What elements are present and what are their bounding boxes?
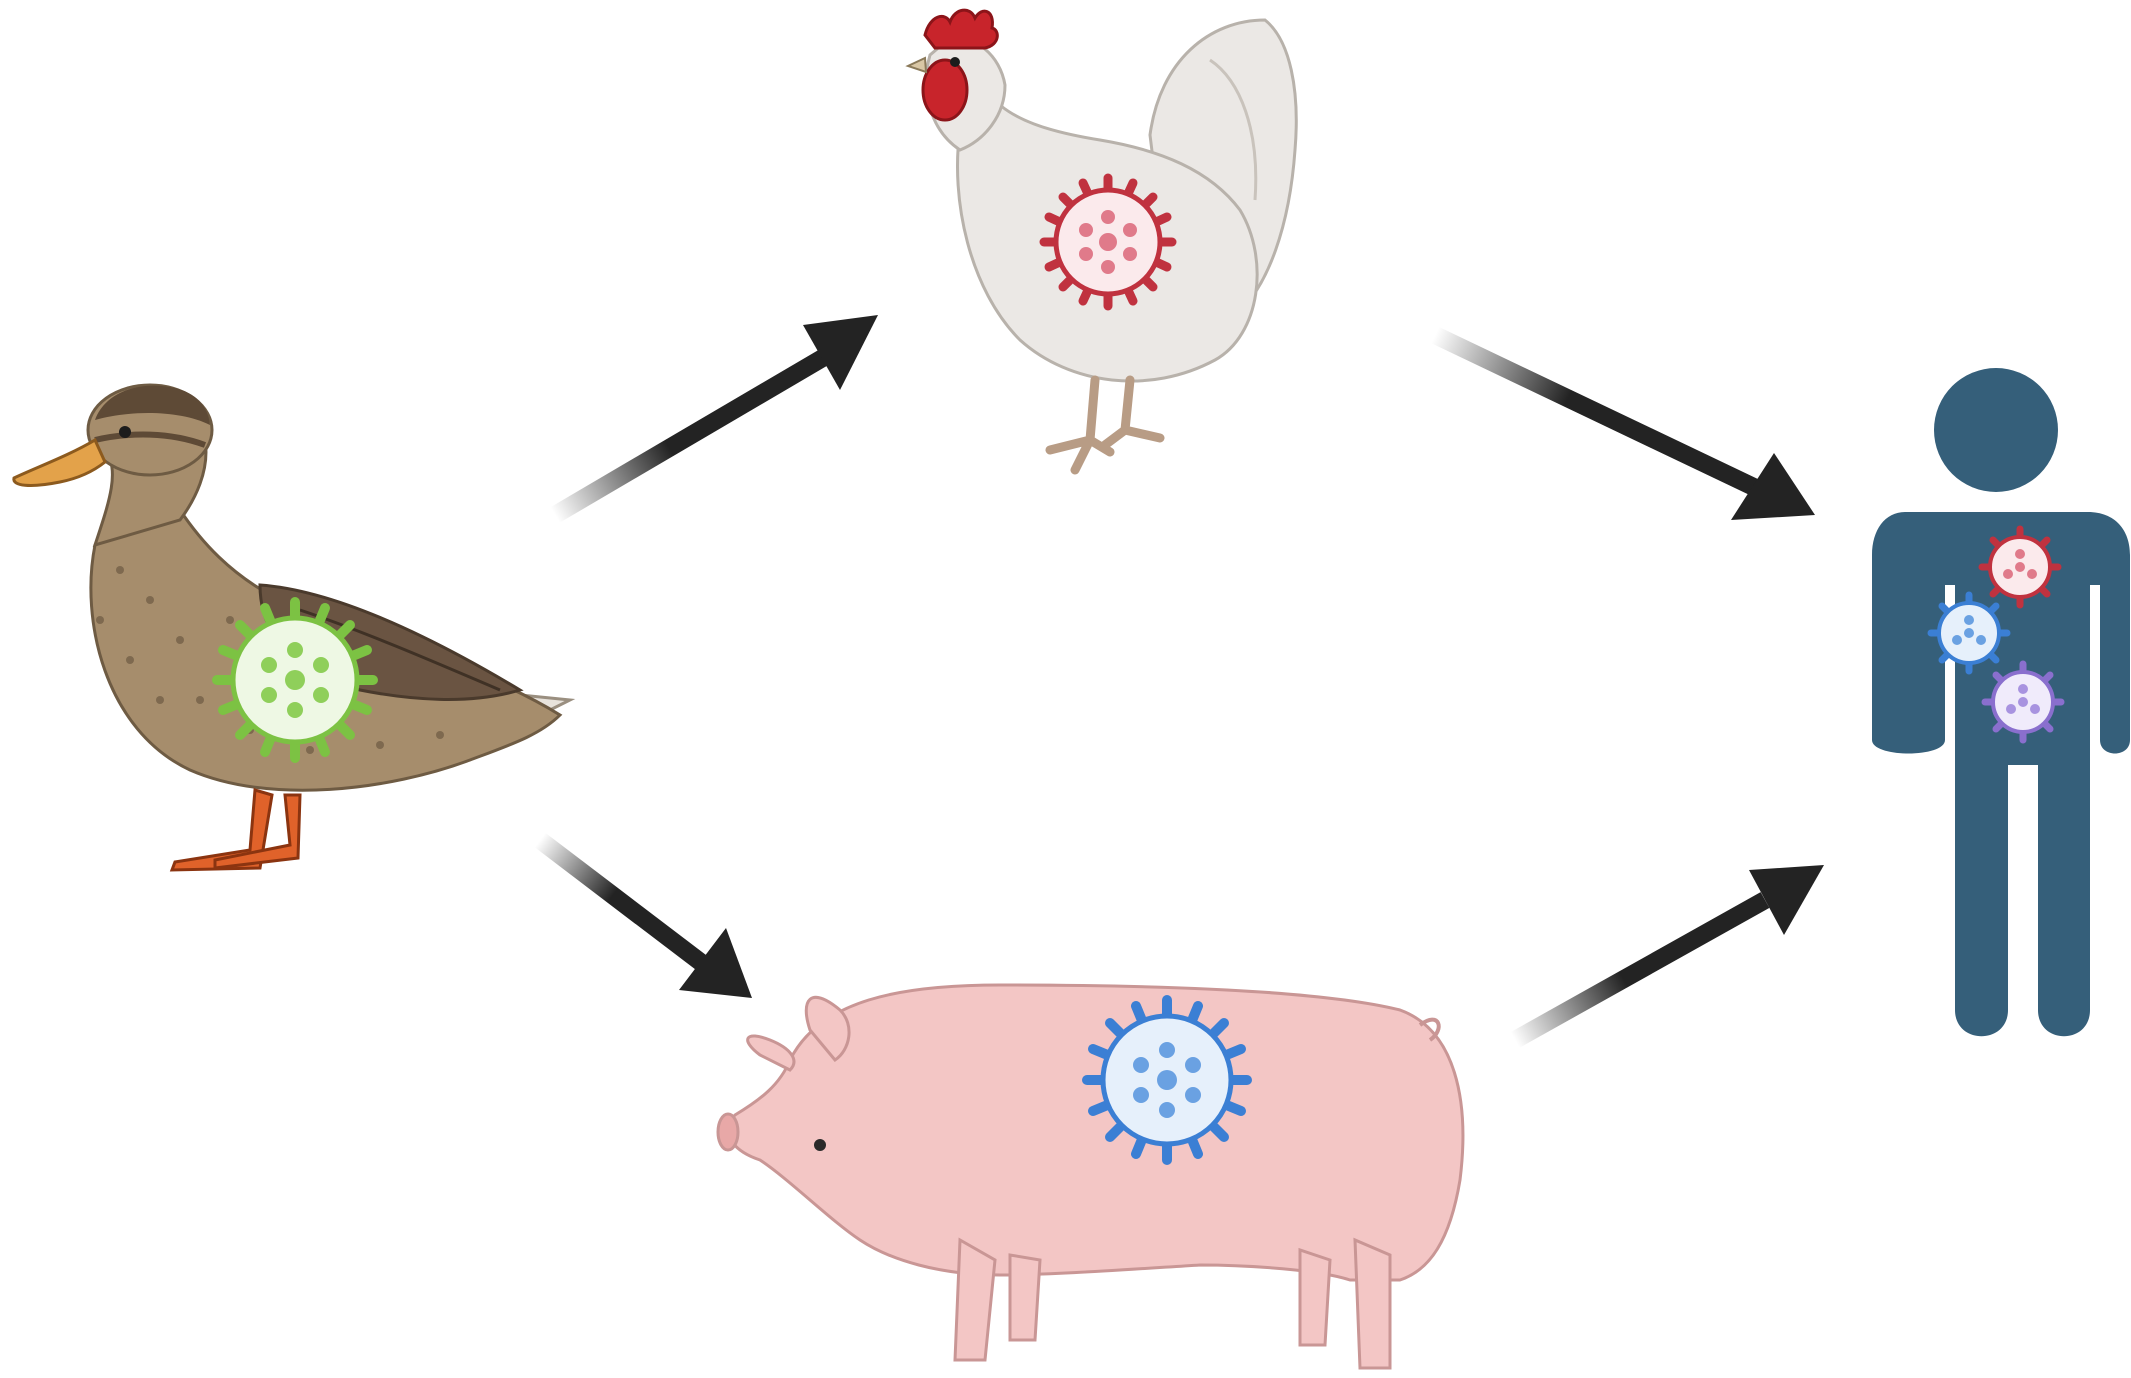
arrow-pig-to-human	[1515, 865, 1824, 1040]
duck-virus-icon	[217, 602, 373, 758]
arrow-chicken-to-human	[1435, 335, 1815, 520]
human-virus-blue-icon	[1931, 595, 2007, 671]
chicken-virus-icon	[1044, 178, 1172, 306]
pig-virus-icon	[1087, 1000, 1247, 1160]
human-virus-red-icon	[1982, 529, 2058, 605]
arrow-duck-to-chicken	[555, 315, 878, 515]
human-virus-purple-icon	[1985, 664, 2061, 740]
pig-icon	[718, 985, 1463, 1368]
arrow-duck-to-pig	[540, 840, 752, 998]
